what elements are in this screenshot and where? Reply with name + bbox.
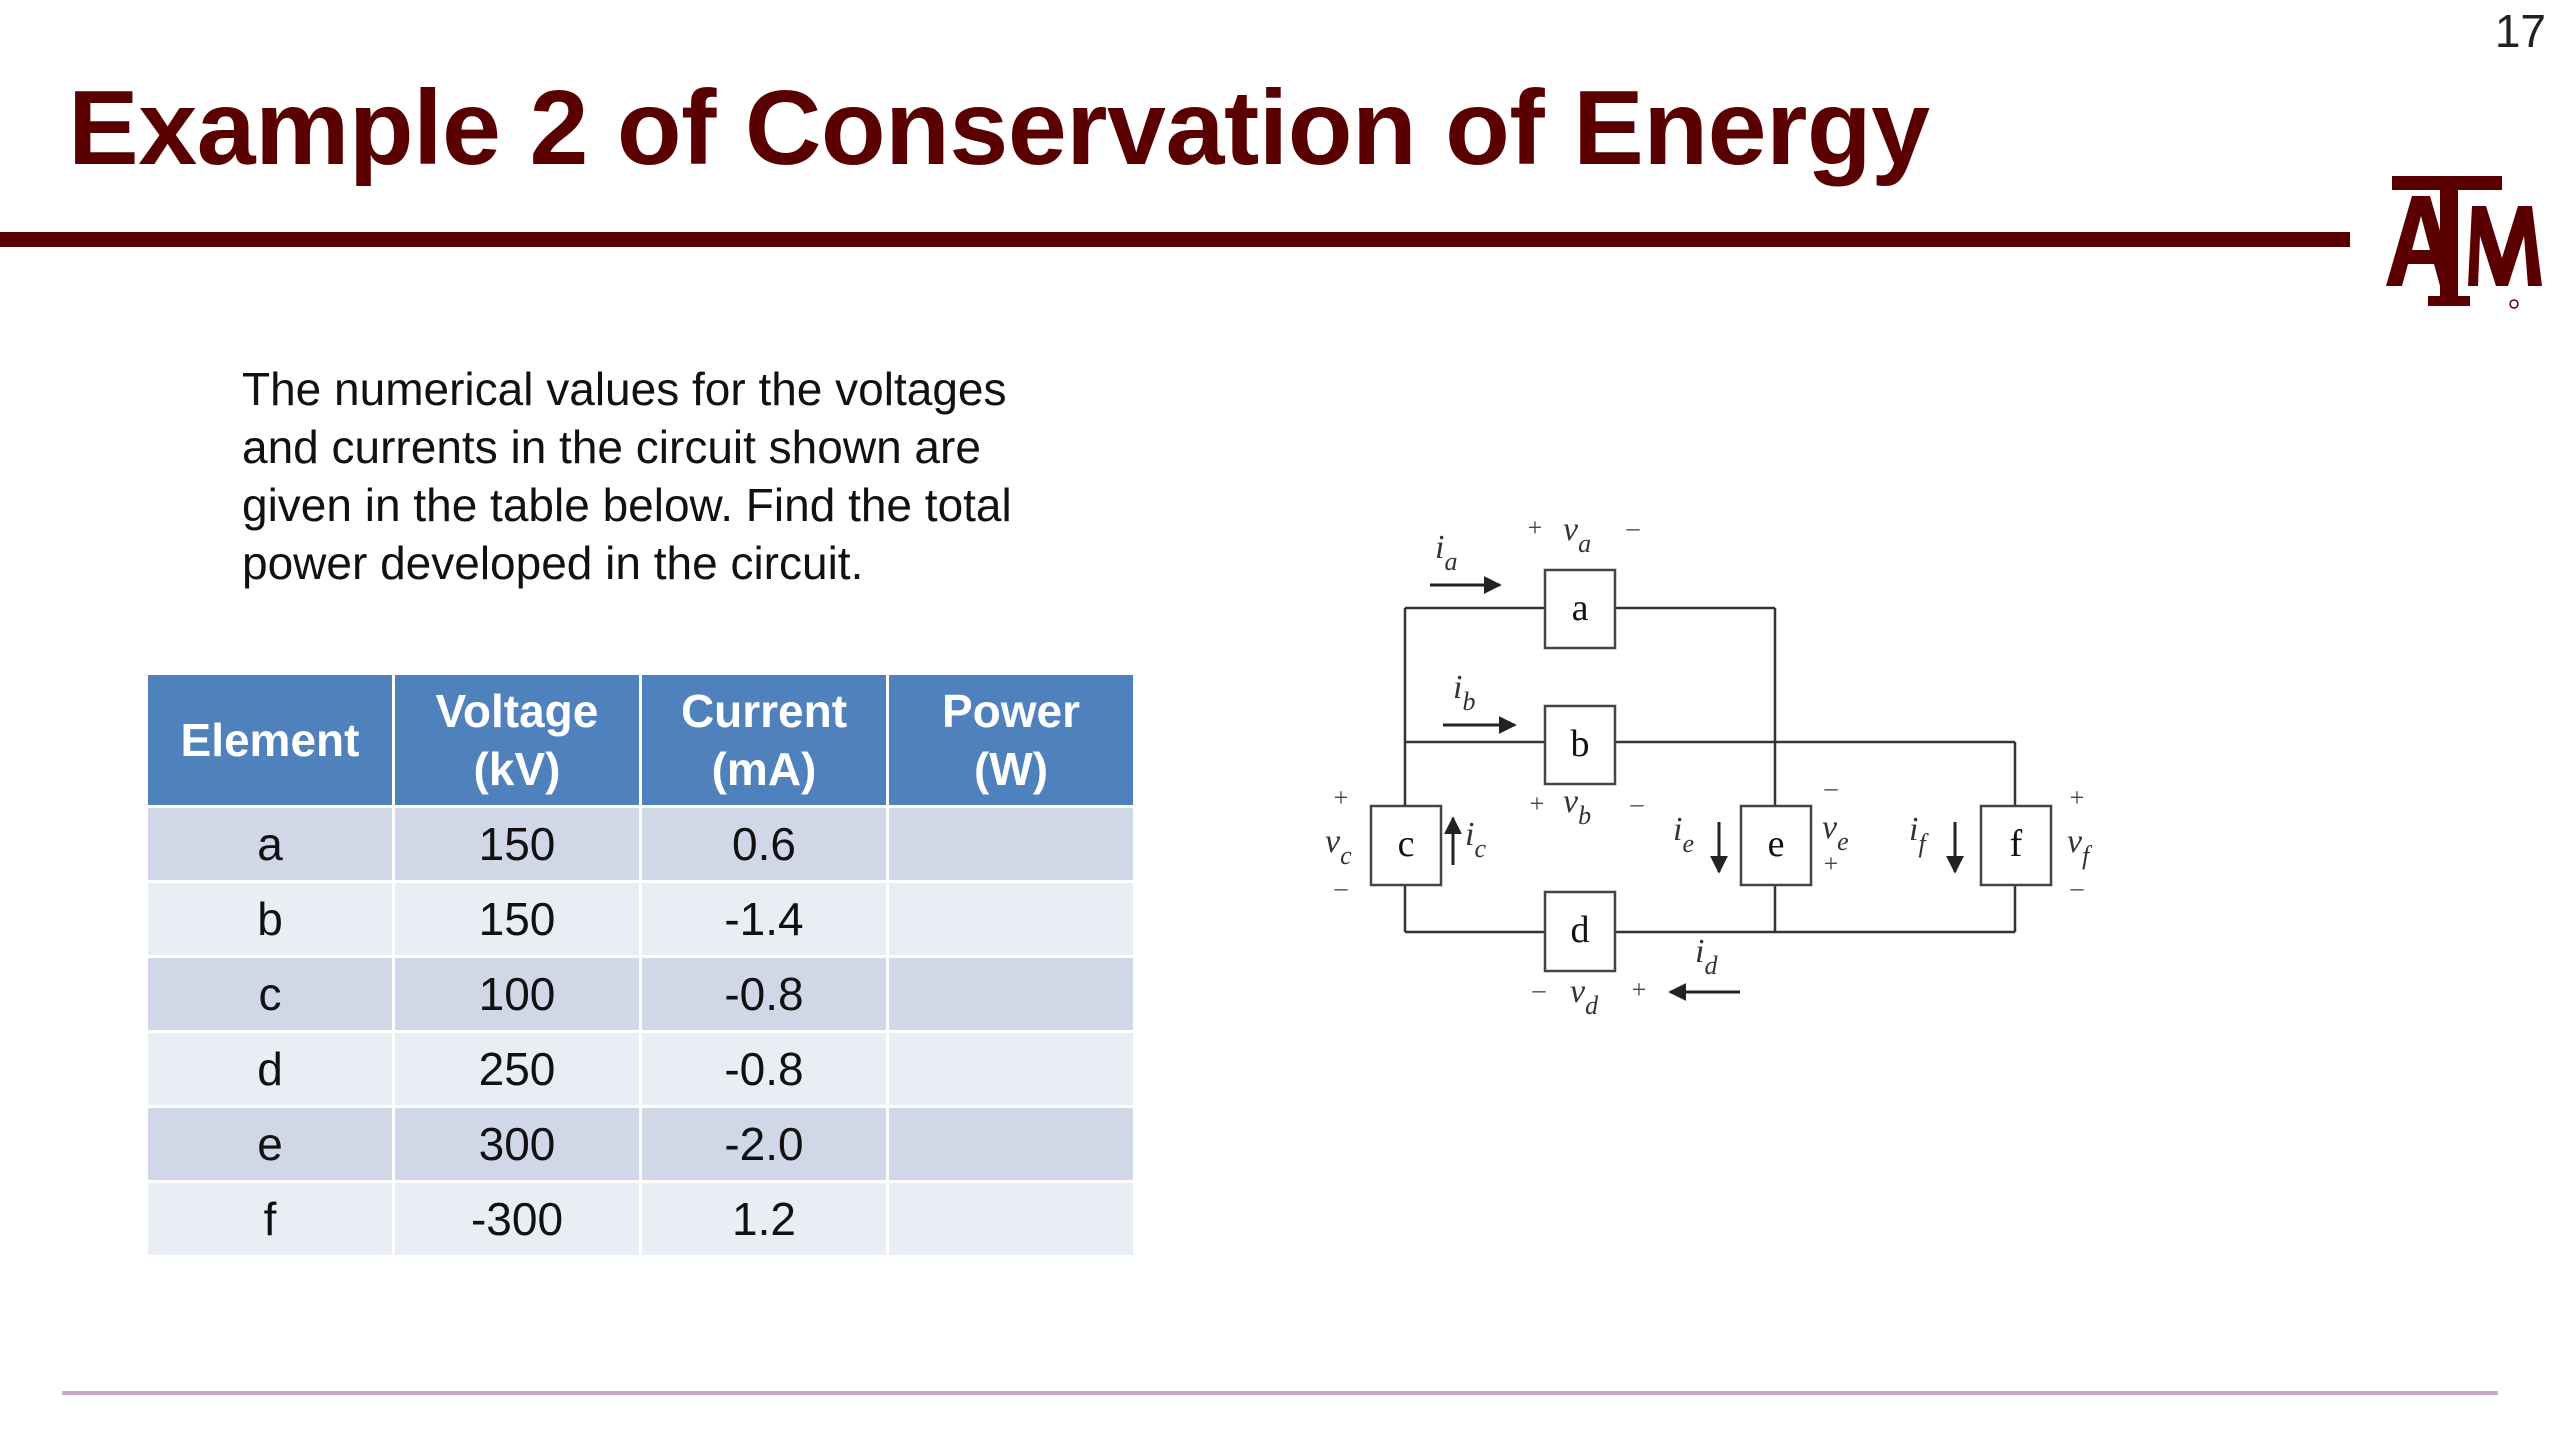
table-row: f -300 1.2	[145, 1180, 1136, 1258]
cell-power	[886, 805, 1136, 883]
cell-current: 0.6	[639, 805, 889, 883]
table-row: d 250 -0.8	[145, 1030, 1136, 1108]
header-current: Current(mA)	[639, 672, 889, 808]
cell-element: b	[145, 880, 395, 958]
polarity-va-minus: –	[1626, 513, 1641, 542]
values-table: Element Voltage(kV) Current(mA) Power(W)…	[145, 672, 1136, 1258]
cell-element: e	[145, 1105, 395, 1183]
intro-line: given in the table below. Find the total	[242, 479, 1012, 531]
intro-line: The numerical values for the voltages	[242, 363, 1007, 415]
voltage-label-vd: vd	[1570, 973, 1599, 1020]
cell-power	[886, 1030, 1136, 1108]
header-power: Power(W)	[886, 672, 1136, 808]
table-row: a 150 0.6	[145, 805, 1136, 883]
title-divider	[0, 232, 2350, 247]
intro-line: power developed in the circuit.	[242, 537, 864, 589]
polarity-vc-minus: –	[1334, 873, 1349, 902]
polarity-vd-minus: –	[1532, 975, 1547, 1004]
element-e-box	[1739, 804, 1813, 887]
cell-voltage: -300	[392, 1180, 642, 1258]
element-e-label: e	[1768, 823, 1785, 865]
voltage-label-vc: vc	[1325, 823, 1352, 870]
cell-current: -1.4	[639, 880, 889, 958]
intro-line: and currents in the circuit shown are	[242, 421, 981, 473]
polarity-vc-plus: +	[1334, 783, 1349, 812]
element-b-box	[1543, 704, 1617, 786]
header-voltage: Voltage(kV)	[392, 672, 642, 808]
cell-voltage: 150	[392, 805, 642, 883]
polarity-ve-minus: –	[1824, 773, 1839, 802]
element-c-label: c	[1398, 823, 1415, 865]
slide-title: Example 2 of Conservation of Energy	[68, 69, 1930, 187]
circuit-element-boxes	[1369, 568, 2053, 973]
element-a-box	[1543, 568, 1617, 650]
current-label-if: if	[1909, 811, 1929, 858]
current-label-ib: ib	[1453, 669, 1475, 716]
cell-voltage: 150	[392, 880, 642, 958]
cell-power	[886, 1105, 1136, 1183]
intro-text: The numerical values for the voltages an…	[242, 360, 1122, 592]
polarity-va-plus: +	[1528, 513, 1543, 542]
element-f-box	[1979, 804, 2053, 887]
polarity-vf-plus: +	[2070, 783, 2085, 812]
cell-voltage: 300	[392, 1105, 642, 1183]
current-label-id: id	[1695, 933, 1718, 980]
polarity-vd-plus: +	[1632, 975, 1647, 1004]
voltage-label-vf: vf	[2067, 823, 2093, 870]
header-element: Element	[145, 672, 395, 808]
tamu-logo	[2386, 176, 2542, 309]
cell-element: d	[145, 1030, 395, 1108]
current-arrows	[1430, 576, 1964, 1001]
table-row: b 150 -1.4	[145, 880, 1136, 958]
element-a-label: a	[1572, 587, 1589, 629]
polarity-ve-plus: +	[1824, 849, 1839, 878]
cell-power	[886, 880, 1136, 958]
circuit-diagram: a b c d e f ia ib ic id ie if va vb vc v…	[1325, 511, 2093, 1020]
polarity-vb-plus: +	[1530, 789, 1545, 818]
element-d-box	[1543, 890, 1617, 973]
table-row: e 300 -2.0	[145, 1105, 1136, 1183]
polarity-vf-minus: –	[2070, 873, 2085, 902]
element-d-label: d	[1571, 909, 1590, 951]
table-header-row: Element Voltage(kV) Current(mA) Power(W)	[145, 672, 1136, 808]
polarity-vb-minus: –	[1630, 789, 1645, 818]
cell-current: 1.2	[639, 1180, 889, 1258]
cell-current: -0.8	[639, 1030, 889, 1108]
cell-power	[886, 955, 1136, 1033]
table-row: c 100 -0.8	[145, 955, 1136, 1033]
cell-voltage: 100	[392, 955, 642, 1033]
cell-voltage: 250	[392, 1030, 642, 1108]
element-b-label: b	[1571, 723, 1590, 765]
cell-element: f	[145, 1180, 395, 1258]
cell-current: -0.8	[639, 955, 889, 1033]
current-label-ie: ie	[1673, 811, 1694, 858]
circuit-wires	[1403, 606, 2017, 934]
voltage-label-va: va	[1563, 511, 1591, 558]
cell-element: a	[145, 805, 395, 883]
cell-current: -2.0	[639, 1105, 889, 1183]
cell-power	[886, 1180, 1136, 1258]
voltage-label-ve: ve	[1822, 809, 1849, 856]
footer-divider	[62, 1391, 2498, 1395]
current-label-ia: ia	[1435, 529, 1457, 576]
element-c-box	[1369, 804, 1443, 887]
slide-number: 17	[2494, 5, 2546, 57]
cell-element: c	[145, 955, 395, 1033]
voltage-label-vb: vb	[1563, 783, 1591, 830]
current-label-ic: ic	[1465, 816, 1486, 863]
element-f-label: f	[2010, 823, 2023, 865]
